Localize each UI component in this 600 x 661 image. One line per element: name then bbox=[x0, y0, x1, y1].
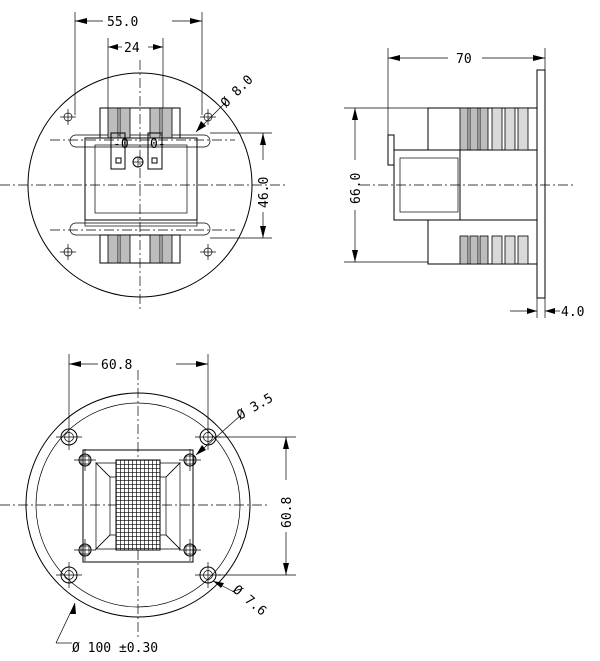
front-view: -0 0- 55.0 24 bbox=[0, 12, 285, 312]
front-dim-24: 24 bbox=[107, 38, 164, 108]
dim-66-label: 66.0 bbox=[349, 173, 364, 204]
rear-square-plate bbox=[82, 449, 194, 563]
side-dim-4: 4.0 bbox=[510, 298, 584, 320]
side-magnet-stack-top bbox=[427, 107, 538, 151]
dim-70-label: 70 bbox=[456, 52, 472, 67]
front-dim-46: 46.0 bbox=[210, 132, 272, 239]
rear-inner-holes bbox=[74, 449, 201, 561]
dim-46-label: 46.0 bbox=[257, 177, 272, 208]
side-dim-66: 66.0 bbox=[344, 107, 428, 263]
rear-grille bbox=[115, 459, 161, 551]
front-frame-lip bbox=[84, 219, 198, 227]
front-magnet-stack-bottom bbox=[99, 234, 181, 264]
dim-dia100-label: Ø 100 ±0.30 bbox=[72, 641, 158, 656]
dim-55-label: 55.0 bbox=[107, 15, 138, 30]
side-dim-70: 70 bbox=[387, 48, 546, 135]
front-terminals: -0 0- bbox=[110, 132, 166, 170]
front-dim-dia8: Ø 8.0 bbox=[195, 73, 257, 133]
front-dim-55: 55.0 bbox=[74, 12, 203, 115]
side-terminal bbox=[387, 134, 395, 166]
dim-dia76-label: Ø 7.6 bbox=[229, 583, 269, 620]
side-magnet-stack-bottom bbox=[427, 219, 538, 265]
rear-dim-608-v: 60.8 bbox=[218, 436, 296, 576]
rear-dim-dia76: Ø 7.6 bbox=[212, 580, 269, 620]
front-mounting-holes bbox=[60, 109, 216, 260]
dim-24-label: 24 bbox=[124, 41, 140, 56]
dim-608-h-label: 60.8 bbox=[101, 358, 132, 373]
rear-view: 60.8 60.8 Ø 3.5 Ø 7.6 Ø bbox=[0, 354, 296, 656]
dim-dia35-label: Ø 3.5 bbox=[235, 391, 276, 424]
front-frame bbox=[84, 137, 198, 221]
svg-text:0-: 0- bbox=[150, 137, 166, 152]
rear-dim-dia100: Ø 100 ±0.30 bbox=[55, 602, 158, 656]
dim-608-v-label: 60.8 bbox=[280, 497, 295, 528]
side-view: 70 66.0 4.0 bbox=[344, 48, 584, 320]
dim-dia8-label: Ø 8.0 bbox=[218, 73, 256, 111]
front-frame-inner bbox=[94, 144, 188, 214]
svg-text:-0: -0 bbox=[113, 137, 129, 152]
rear-bevel-left bbox=[95, 462, 111, 550]
dim-4-label: 4.0 bbox=[561, 305, 584, 320]
rear-dim-608-h: 60.8 bbox=[68, 354, 209, 424]
rear-bevel-right bbox=[165, 462, 181, 550]
side-flange bbox=[536, 69, 546, 299]
